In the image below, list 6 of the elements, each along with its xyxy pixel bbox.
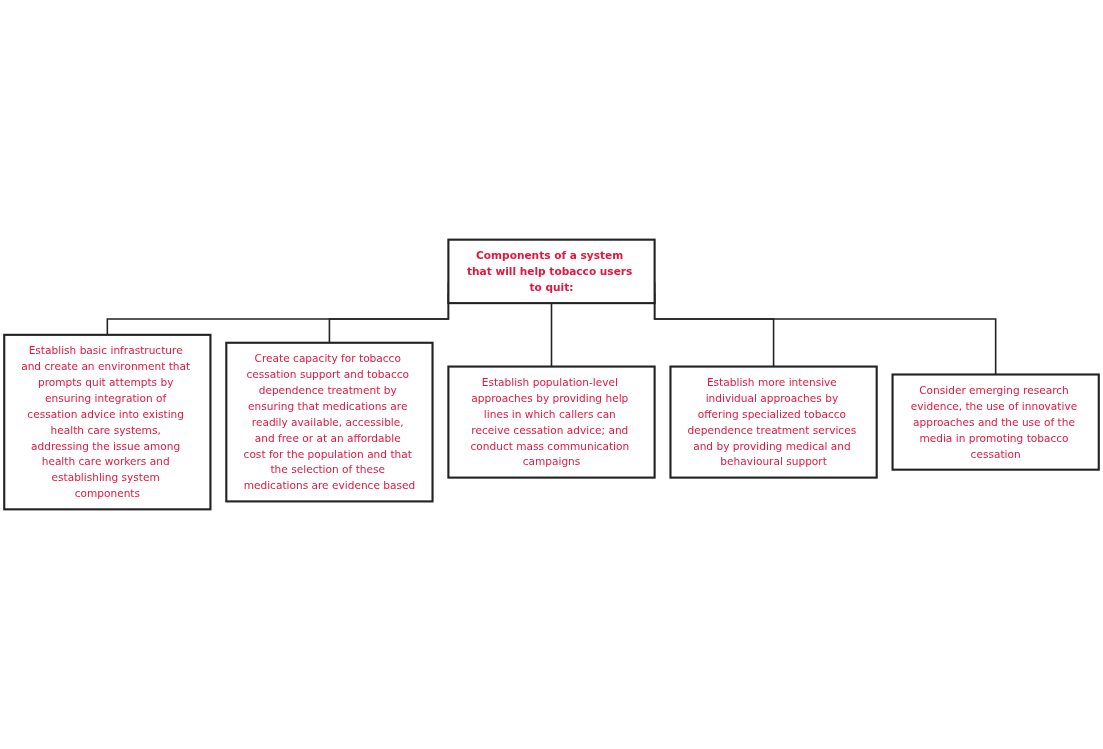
node-box: Consider emerging research evidence, the use of innovative approaches and the use of the media in promoting tobacco cessation xyxy=(891,373,1100,471)
node-box: Create capacity for tobacco cessation support and tobacco dependence treatment by ensuring that medications are readily available, accessible, and free or at an affordable cost for the population and that the selection of these medications are evidence based xyxy=(225,341,434,503)
node-box: Establish basic infrastructure and create an environment that prompts quit attempts by ensuring integration of cessation advice into existing health care systems, addressing the issue among health care workers and establishling system components xyxy=(3,333,212,511)
node-box: Components of a system that will help tobacco users to quit: xyxy=(447,238,656,305)
node-box: Establish more intensive individual approaches by offering specialized tobacco dependence treatment services and by providing medical and behavioural support xyxy=(669,365,878,479)
node-box: Establish population-level approaches by providing help lines in which callers can receive cessation advice; and conduct mass communication campaigns xyxy=(447,365,656,479)
